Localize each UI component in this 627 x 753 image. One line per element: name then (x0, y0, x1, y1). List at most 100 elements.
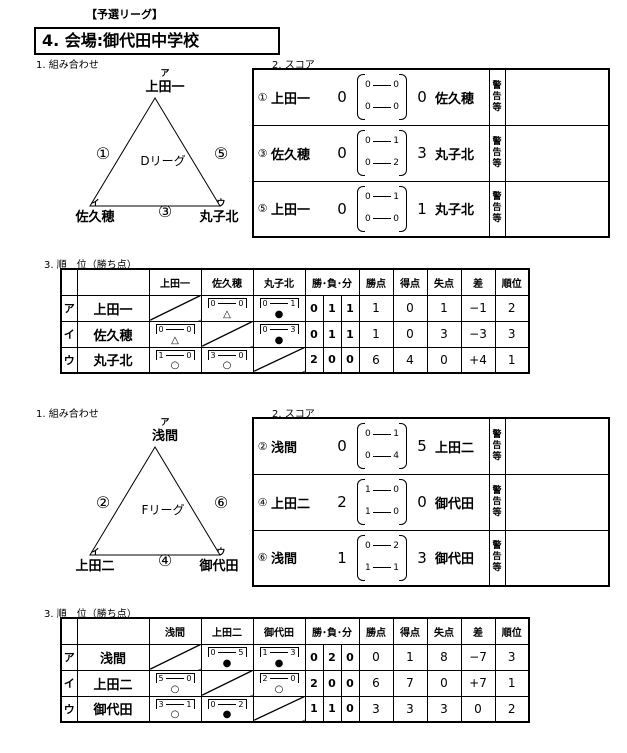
right-bracket (399, 423, 407, 470)
right-bracket (399, 534, 407, 581)
warning-entry[interactable] (505, 473, 609, 531)
rank: 2 (494, 695, 530, 723)
team-kana: ウ (60, 695, 78, 723)
score-against: 3 (290, 647, 296, 657)
away-team: 御代田 (435, 529, 489, 587)
team-name: 浅間 (76, 643, 150, 671)
right-bracket (399, 185, 407, 232)
points: 3 (358, 695, 394, 723)
away-total: 5 (409, 417, 435, 475)
score-for: 0 (262, 324, 268, 334)
score-dash (165, 703, 185, 705)
warning-entry[interactable] (505, 180, 609, 238)
standings-header: 御代田 (252, 617, 306, 645)
second-half-away: 1 (393, 562, 399, 573)
home-team: 上田一 (269, 68, 329, 126)
right-match-number: ⑤ (213, 144, 229, 163)
corner-cell (77, 618, 150, 645)
warning-entry[interactable] (505, 529, 609, 587)
warning-char: 告 (492, 496, 502, 507)
self-match-cell (148, 643, 202, 671)
standings-header: 勝点 (358, 617, 394, 645)
team-kana: ウ (60, 346, 78, 374)
score-dash (269, 651, 289, 653)
score-for: 0 (210, 647, 216, 657)
warning-label: 警告等 (488, 417, 506, 475)
warning-entry[interactable] (505, 124, 609, 182)
draws: 0 (340, 669, 360, 697)
left-bracket (357, 130, 365, 176)
standings-header: 勝点 (358, 268, 394, 296)
score-dash (372, 106, 392, 108)
score-dash (372, 567, 392, 569)
bottom-match-number: ④ (157, 551, 173, 570)
warning-char: 等 (492, 507, 502, 518)
standings-header: 順位 (494, 268, 530, 296)
first-half-away: 1 (393, 136, 399, 146)
left-bracket (357, 479, 365, 525)
warning-char: 等 (492, 158, 502, 169)
first-half-away: 2 (393, 540, 399, 551)
corner-cell (61, 269, 78, 296)
score-against: 1 (290, 298, 296, 308)
wins: 0 (304, 294, 324, 322)
league-name: Fリーグ (141, 503, 185, 517)
self-match-cell (148, 294, 202, 322)
first-half-home: 0 (365, 80, 371, 91)
left-team-kana: イ (90, 548, 100, 558)
home-team: 上田一 (269, 180, 329, 238)
home-team: 上田二 (269, 473, 329, 531)
first-half-away: 0 (393, 485, 399, 495)
team-name: 丸子北 (76, 346, 150, 374)
second-half-home: 0 (365, 213, 371, 224)
score-against: 0 (186, 350, 192, 360)
draws: 1 (340, 294, 360, 322)
right-team-name: 丸子北 (199, 210, 239, 225)
result-mark: ● (222, 709, 232, 720)
result-mark: ● (274, 657, 284, 669)
warning-label: 警告等 (488, 68, 506, 126)
league-f-section: 1. 組み合わせ 2. スコア ア 浅間 ② Fリーグ ⑥ イ 上田二 ④ ウ … (0, 405, 627, 745)
first-half-away: 1 (393, 429, 399, 440)
score-against: 5 (238, 647, 244, 657)
standings-header: 丸子北 (252, 268, 306, 296)
left-team-kana: イ (90, 199, 100, 209)
standings-header: 上田一 (148, 268, 202, 296)
warning-entry[interactable] (505, 68, 609, 126)
warning-char: 警 (492, 192, 502, 203)
losses: 1 (322, 320, 342, 348)
score-dash (165, 328, 185, 330)
goals-for: 1 (392, 643, 428, 671)
score-dash (217, 302, 237, 304)
corner-cell (61, 618, 78, 645)
team-kana: ア (60, 643, 78, 671)
result-mark: ○ (170, 683, 180, 695)
warning-entry[interactable] (505, 417, 609, 475)
goal-difference: −7 (460, 643, 496, 671)
